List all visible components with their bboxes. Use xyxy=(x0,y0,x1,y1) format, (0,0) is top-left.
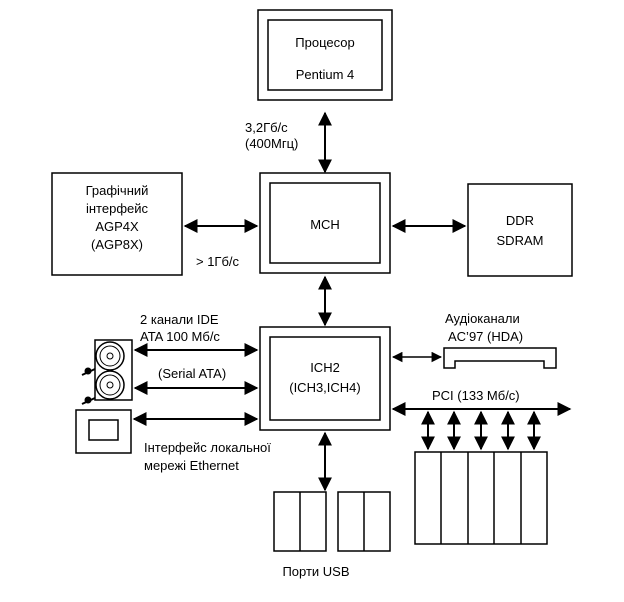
ethernet-label-line1: Інтерфейс локальної xyxy=(144,440,271,455)
disk-drives-icon xyxy=(81,339,133,405)
ddr-label-line2: SDRAM xyxy=(497,233,544,248)
ethernet-label-line2: мережі Ethernet xyxy=(144,458,239,473)
usb-ports xyxy=(273,491,391,552)
agp-label-line4: (AGP8X) xyxy=(91,237,143,252)
cpu-bus-speed-label: 3,2Гб/с xyxy=(245,120,288,135)
ich-label-line2: (ICH3,ICH4) xyxy=(289,380,361,395)
ich-label-line1: ICH2 xyxy=(310,360,340,375)
cpu-label-line2: Pentium 4 xyxy=(296,67,355,82)
usb-label: Порти USB xyxy=(282,564,349,579)
cpu-label-line1: Процесор xyxy=(295,35,354,50)
audio-label-line2: AC’97 (HDA) xyxy=(448,329,523,344)
pci-label: PCI (133 Мб/с) xyxy=(432,388,520,403)
sata-label: (Serial ATA) xyxy=(158,366,226,381)
agp-label-line2: інтерфейс xyxy=(86,201,149,216)
cpu-bus-freq-label: (400Мгц) xyxy=(245,136,298,151)
agp-block: Графічний інтерфейс AGP4X (AGP8X) xyxy=(51,172,183,276)
network-card-icon xyxy=(75,409,132,454)
mch-label: MCH xyxy=(310,217,340,232)
ddr-block: DDR SDRAM xyxy=(467,183,573,277)
ddr-label-line1: DDR xyxy=(506,213,534,228)
ide-label-line1: 2 канали IDE xyxy=(140,312,219,327)
pci-slot-links xyxy=(421,410,541,451)
agp-label-line3: AGP4X xyxy=(95,219,139,234)
ide-label-line2: ATA 100 Мб/с xyxy=(140,329,220,344)
agp-label-line1: Графічний xyxy=(86,183,149,198)
pci-slots xyxy=(414,451,548,545)
mch-block: MCH xyxy=(259,172,391,274)
audio-connector-icon xyxy=(443,347,557,369)
agp-speed-label: > 1Гб/с xyxy=(196,254,240,269)
audio-label-line1: Аудіоканали xyxy=(445,311,520,326)
cpu-block: Процесор Pentium 4 xyxy=(257,9,393,101)
ich-block: ICH2 (ICH3,ICH4) xyxy=(259,326,391,431)
